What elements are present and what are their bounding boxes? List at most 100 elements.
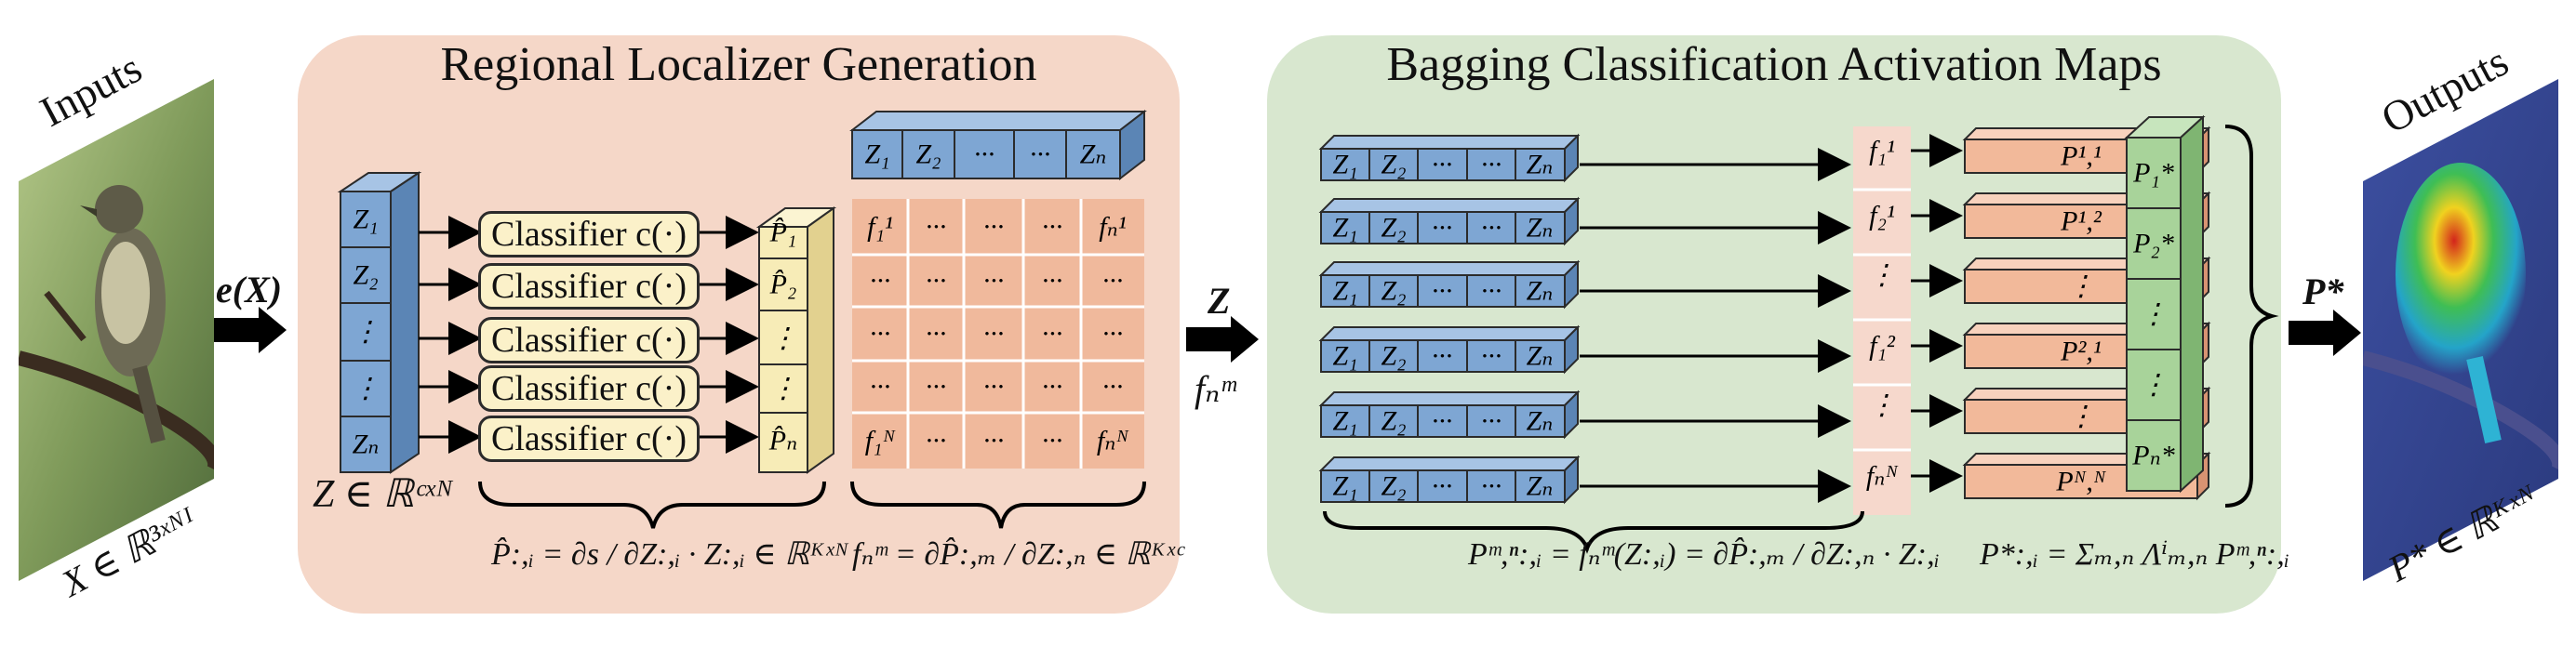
z-row-3: Z₁ Z₂ ··· ··· Zₙ [1318, 259, 1581, 310]
panel1-formula-right: fₙᵐ = ∂P̂:,ₘ / ∂Z:,ₙ ∈ ℝᴷˣᶜ [852, 537, 1183, 572]
z-top-row: Z₁ Z₂ ··· ··· Zₙ [849, 109, 1147, 181]
pstar-cell-n: Pₙ* [2131, 441, 2174, 471]
row5-cell-2: Z₂ [1381, 406, 1406, 437]
row6-cell-4: ··· [1481, 471, 1502, 502]
top-cell-2: Z₂ [915, 139, 941, 170]
panel2-formula-left: Pᵐ,ⁿ:,ᵢ = fₙᵐ(Z:,ᵢ) = ∂P̂:,ₘ / ∂Z:,ₙ · Z… [1468, 537, 1941, 572]
row3-cell-3: ··· [1432, 276, 1453, 307]
z-column-cells: Z₁ Z₂ ⋮ ⋮ Zₙ [340, 191, 392, 473]
panel1-formula-left: P̂:,ᵢ = ∂s / ∂Z:,ᵢ · Z:,ᵢ ∈ ℝᴷˣᴺ [491, 537, 848, 572]
row2-cell-n: Zₙ [1527, 213, 1554, 244]
z-cell-n: Zₙ [353, 429, 380, 460]
row4-cell-2: Z₂ [1381, 341, 1406, 372]
top-cell-3: ··· [974, 139, 995, 170]
row5-cell-4: ··· [1481, 406, 1502, 437]
f-cell-2: f₂¹ [1869, 201, 1895, 231]
row2-cell-2: Z₂ [1381, 213, 1406, 244]
classifier-box-3: Classifier c(·) [478, 317, 700, 363]
row3-cell-1: Z₁ [1332, 276, 1357, 307]
z-cell-4: ⋮ [352, 374, 380, 404]
f-cell-5: ⋮ [1868, 390, 1896, 421]
row3-cell-4: ··· [1481, 276, 1502, 307]
brace-rows [1323, 510, 1864, 554]
f-cell-1: f₁¹ [1869, 136, 1895, 166]
classifier-arrows [419, 216, 759, 454]
z-row-6: Z₁ Z₂ ··· ··· Zₙ [1318, 455, 1581, 505]
grid-cell-3-1: ··· [870, 319, 891, 350]
p-bar-4-label: P²,¹ [2060, 337, 2102, 367]
panel1-title: Regional Localizer Generation [440, 38, 1037, 91]
row4-cell-4: ··· [1481, 341, 1502, 372]
p-bar-6-label: Pᴺ,ᴺ [2055, 467, 2107, 497]
classifier-box-1: Classifier c(·) [478, 211, 700, 257]
row5-cell-n: Zₙ [1527, 406, 1554, 437]
grid-cell-5-1: f₁ᴺ [865, 426, 897, 456]
f-cell-3: ⋮ [1868, 260, 1896, 291]
z-cell-1: Z₁ [353, 205, 378, 235]
pstar-cell-2: P₂* [2132, 229, 2174, 259]
grid-cell-2-2: ··· [926, 266, 947, 297]
grid-cell-4-1: ··· [870, 372, 891, 403]
z-cell-2: Z₂ [353, 260, 378, 291]
top-cell-1: Z₁ [864, 139, 889, 170]
brace-grid [850, 481, 1146, 529]
p-hat-cell-n: P̂ₙ [768, 426, 797, 456]
grid-cell-3-4: ··· [1042, 319, 1063, 350]
grid-cell-2-3: ··· [983, 266, 1005, 297]
row4-cell-3: ··· [1432, 341, 1453, 372]
p-bar-2-label: P¹,² [2060, 206, 2102, 237]
row2-cell-3: ··· [1432, 213, 1453, 244]
grid-cell-1-4: ··· [1042, 212, 1063, 243]
grid-cell-3-2: ··· [926, 319, 947, 350]
grid-cell-2-4: ··· [1042, 266, 1063, 297]
arrow-label-pstar: P* [2302, 271, 2344, 312]
row5-cell-1: Z₁ [1332, 406, 1357, 437]
pstar-cell-1: P₁* [2132, 158, 2174, 189]
arrow-label-ex: e(X) [216, 269, 283, 310]
arrow-label-z: Z [1208, 280, 1231, 322]
grid-cell-5-3: ··· [983, 426, 1005, 456]
grid-cell-3-5: ··· [1102, 319, 1124, 350]
pstar-cell-3: ⋮ [2140, 299, 2168, 330]
output-heatmap-image [2363, 79, 2558, 581]
row1-cell-1: Z₁ [1332, 150, 1357, 180]
panel2-graphics: f₁¹ f₂¹ ⋮ f₁² ⋮ fₙᴺ Z₁ Z₂ ··· ··· Zₙ Z₁ … [1318, 125, 2279, 554]
arrow-input-to-panel1 [214, 307, 287, 353]
p-bar-5-label: ⋮ [2067, 402, 2095, 432]
grid-cell-4-3: ··· [983, 372, 1005, 403]
classifier-box-2: Classifier c(·) [478, 263, 700, 310]
p-hat-cell-2: P̂₂ [769, 270, 797, 300]
p-hat-column: P̂₁ P̂₂ ⋮ ⋮ P̂ₙ [755, 206, 837, 474]
arrow-panel2-to-output [2289, 310, 2361, 356]
p-hat-cell-1: P̂₁ [769, 218, 797, 248]
pstar-cell-4: ⋮ [2140, 370, 2168, 401]
row1-cell-2: Z₂ [1381, 150, 1406, 180]
z-row-5: Z₁ Z₂ ··· ··· Zₙ [1318, 390, 1581, 440]
row2-cell-4: ··· [1481, 213, 1502, 244]
grid-cell-2-5: ··· [1102, 266, 1124, 297]
row3-cell-n: Zₙ [1527, 276, 1554, 307]
f-cell-6: fₙᴺ [1866, 461, 1899, 492]
grid-cell-1-1: f₁¹ [867, 212, 893, 243]
classifier-box-5: Classifier c(·) [478, 416, 700, 462]
row1-cell-4: ··· [1481, 150, 1502, 180]
p-hat-cell-4: ⋮ [769, 374, 797, 404]
grid-cell-4-2: ··· [926, 372, 947, 403]
grid-cell-4-4: ··· [1042, 372, 1063, 403]
top-cell-n: Zₙ [1080, 139, 1107, 170]
row1-cell-n: Zₙ [1527, 150, 1554, 180]
panel1-graphics: Z₁ Z₂ ⋮ ⋮ Zₙ [337, 109, 1147, 529]
arrow-panel1-to-panel2 [1186, 316, 1259, 363]
panel2-formula-right: P*:,ᵢ = Σₘ,ₙ Λⁱₘ,ₙ Pᵐ,ⁿ:,ᵢ [1980, 537, 2290, 572]
row6-cell-2: Z₂ [1381, 471, 1406, 502]
brace-classifiers [478, 481, 826, 529]
grid-cell-5-4: ··· [1042, 426, 1063, 456]
grid-cell-1-2: ··· [926, 212, 947, 243]
z-row-2: Z₁ Z₂ ··· ··· Zₙ [1318, 196, 1581, 246]
input-image [19, 79, 214, 581]
row4-cell-1: Z₁ [1332, 341, 1357, 372]
grid-cell-1-3: ··· [983, 212, 1005, 243]
grid-cell-1-5: fₙ¹ [1099, 212, 1127, 243]
grid-cell-5-5: fₙᴺ [1097, 426, 1129, 456]
